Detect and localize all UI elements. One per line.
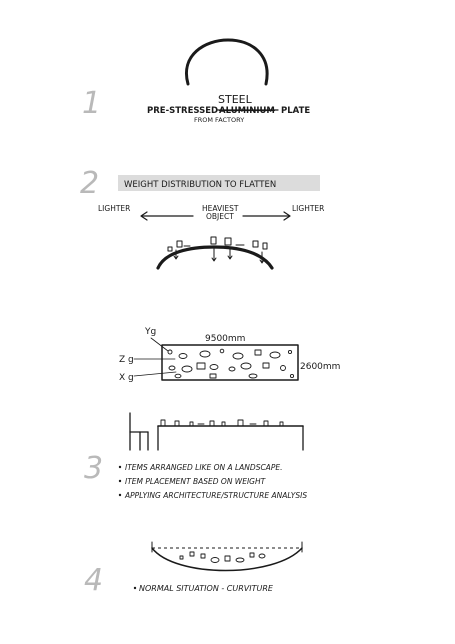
step-number-4: 4 (84, 563, 103, 598)
side-view-elevation (129, 412, 304, 451)
label-heaviest: HEAVIEST (202, 204, 239, 213)
label-object: OBJECT (206, 212, 234, 221)
label-yg: Yg (144, 327, 156, 337)
bullet-dot (118, 465, 122, 469)
bullet-3: APPLYING ARCHITECTURE/STRUCTURE ANALYSIS (124, 491, 307, 500)
replacement-word: STEEL (218, 93, 253, 106)
load-arrows (173, 247, 265, 264)
plate-suffix: PLATE (281, 106, 310, 116)
plate-objects (167, 236, 268, 252)
factory-note: FROM FACTORY (194, 116, 244, 124)
bullet-2: ITEM PLACEMENT BASED ON WEIGHT (125, 477, 267, 486)
label-height: 2600mm (300, 362, 340, 372)
plan-rectangle (161, 344, 299, 381)
curved-plate-arc (185, 38, 269, 86)
bullet-dot (118, 479, 122, 483)
label-lighter-left: LIGHTER (98, 204, 130, 213)
arrow-left-head (140, 211, 148, 221)
step-number-1: 1 (82, 86, 101, 121)
weight-heading: WEIGHT DISTRIBUTION TO FLATTEN (124, 180, 276, 190)
curvature-objects (179, 551, 266, 563)
heading-highlight (118, 175, 320, 191)
xg-leader (133, 371, 177, 377)
step-number-2: 2 (80, 166, 99, 201)
yg-leader (150, 337, 169, 352)
crossed-word: ALUMINIUM (219, 106, 275, 116)
plan-items (167, 348, 295, 379)
label-zg: Z g (119, 355, 134, 365)
loaded-plate-arc (156, 245, 274, 270)
label-lighter-right: LIGHTER (292, 204, 324, 213)
bullet-1: ITEMS ARRANGED LIKE ON A LANDSCAPE. (125, 463, 282, 472)
bullet-dot (118, 493, 122, 497)
curvature-arc (151, 547, 303, 572)
plate-prefix: PRE-STRESSED (147, 106, 218, 116)
step-number-3: 3 (84, 451, 103, 486)
label-width: 9500mm (205, 334, 245, 344)
label-xg: X g (119, 373, 134, 383)
bullet-dot (133, 586, 137, 590)
normal-situation-caption: NORMAL SITUATION - CURVITURE (139, 584, 274, 593)
arrow-right-head (283, 211, 291, 221)
